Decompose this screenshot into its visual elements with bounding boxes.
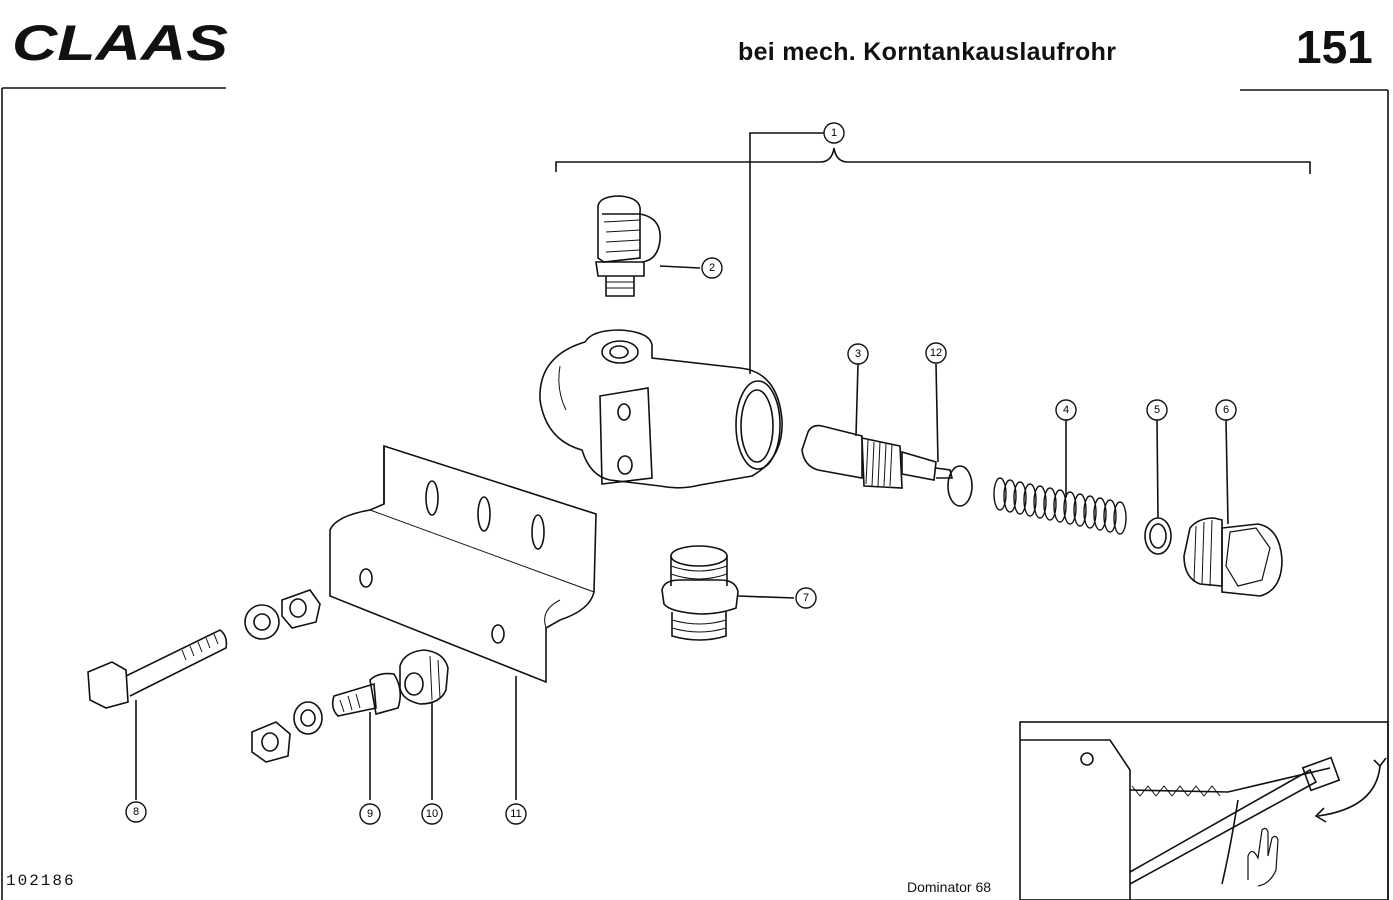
part-5-washer (1144, 419, 1172, 555)
leader-1 (749, 132, 835, 374)
callout-10: 10 (421, 803, 443, 825)
document-number: 102186 (6, 872, 76, 890)
part-8-bolt (87, 629, 228, 800)
svg-text:11: 11 (510, 808, 521, 820)
callout-3: 3 (847, 343, 869, 365)
callout-6: 6 (1215, 399, 1237, 421)
callout-4: 4 (1055, 399, 1077, 421)
page-number: 151 (1296, 21, 1373, 73)
part-2-breather (595, 195, 701, 297)
callout-8: 8 (125, 801, 147, 823)
valve-body (539, 329, 783, 489)
part-3-piston (801, 363, 903, 489)
callout-2: 2 (701, 257, 723, 279)
part-7-nipple (661, 545, 795, 641)
svg-text:2: 2 (709, 262, 715, 274)
svg-text:9: 9 (367, 808, 373, 820)
page-title: bei mech. Korntankauslaufrohr (738, 38, 1117, 66)
svg-text:3: 3 (855, 348, 861, 360)
model-label: Dominator 68 (907, 879, 992, 895)
svg-text:8: 8 (133, 806, 139, 818)
callout-1: 1 (823, 122, 845, 144)
svg-text:1: 1 (831, 127, 837, 139)
lower-nut-washer (251, 701, 323, 763)
callout-12: 12 (925, 342, 947, 364)
part-11-bracket (329, 444, 597, 800)
svg-text:10: 10 (426, 808, 438, 820)
svg-text:6: 6 (1223, 404, 1229, 416)
callout-9: 9 (359, 803, 381, 825)
inset-illustration (1019, 721, 1389, 900)
svg-text:4: 4 (1063, 404, 1069, 416)
svg-text:12: 12 (930, 347, 942, 359)
callout-5: 5 (1146, 399, 1168, 421)
callouts: 1 2 3 4 5 6 7 8 9 10 11 12 (125, 122, 1237, 825)
part-6-plug (1183, 419, 1283, 597)
svg-text:5: 5 (1154, 404, 1160, 416)
callout-7: 7 (795, 587, 817, 609)
part-12-stem (901, 363, 973, 507)
claas-logo: CLAAS (12, 16, 228, 68)
assembly-brace (555, 147, 1311, 174)
brand-name: CLAAS (12, 16, 228, 68)
part-10-locknut (399, 649, 449, 800)
upper-washer-nut (244, 589, 321, 640)
svg-text:7: 7 (803, 592, 809, 604)
part-4-spring (993, 420, 1127, 535)
callout-11: 11 (505, 803, 527, 825)
part-9-stud (331, 672, 402, 800)
